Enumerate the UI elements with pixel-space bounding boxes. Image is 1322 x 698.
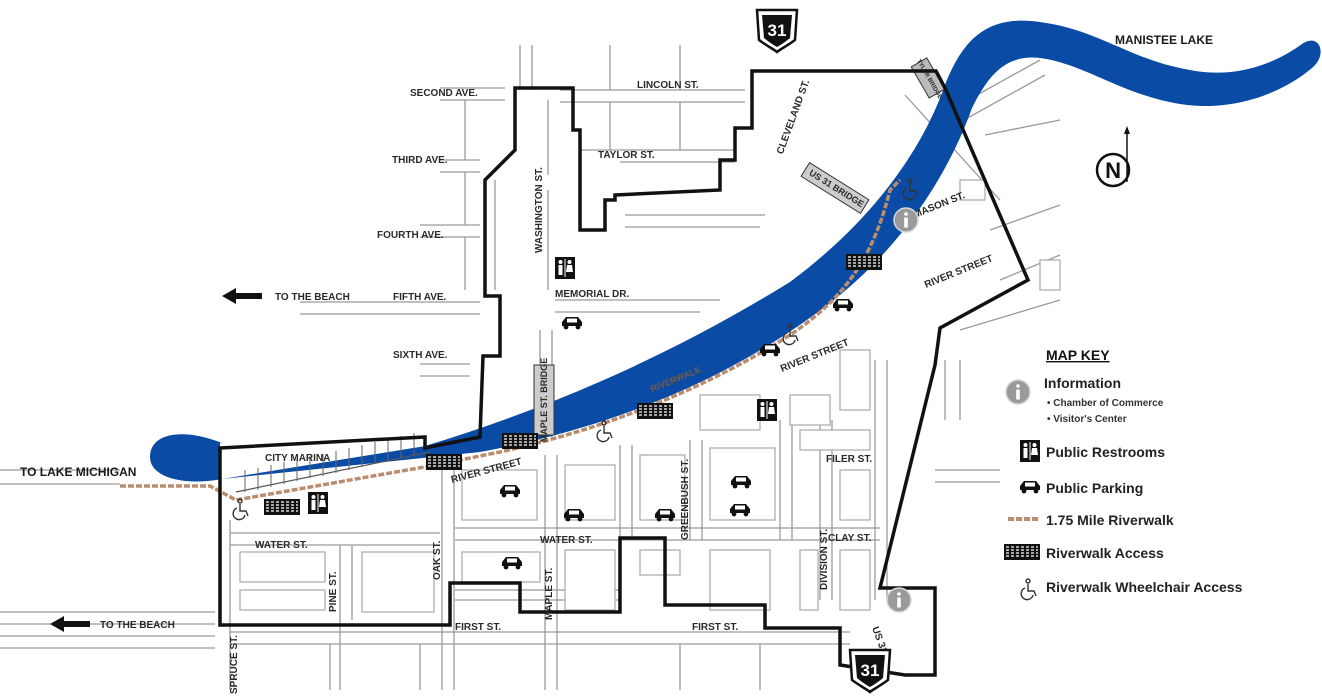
to-lake-michigan-label: TO LAKE MICHIGAN [20,465,136,479]
street-label: GREENBUSH ST. [680,459,691,540]
street-label: FOURTH AVE. [377,230,444,241]
riverwalk-access-icon [501,432,539,450]
restroom-icon [757,399,777,421]
riverwalk-access-icon [636,402,674,420]
car-icon [1020,481,1040,494]
riverwalk-access-icon [425,453,463,471]
street-label: PINE ST. [328,571,339,612]
map-key-title: MAP KEY [1046,347,1110,363]
key-wheelchair: Riverwalk Wheelchair Access [1046,579,1243,595]
map-key: MAP KEY Information • Chamber of Commerc… [1003,347,1243,601]
bridge-label-maple: MAPLE ST. BRIDGE [539,358,549,443]
street-label: WATER ST. [540,535,593,546]
riverwalk-access-icon [263,498,301,516]
street-label: THIRD AVE. [392,155,448,166]
info-icon [1005,379,1031,405]
city-marina-docks [235,433,431,493]
info-icon [886,587,912,613]
arrow-left-icon [222,288,262,304]
manistee-lake-label: MANISTEE LAKE [1115,33,1213,47]
restroom-icon [308,492,328,514]
street-label: FIRST ST. [455,622,501,633]
street-label: DIVISION ST. [819,529,830,590]
car-icon [760,344,780,357]
shield-number: 31 [861,661,880,680]
key-riverwalk: 1.75 Mile Riverwalk [1046,512,1174,528]
bridge-label-us31: US 31 BRIDGE [807,168,865,210]
downtown-route-boundary [218,69,1031,677]
key-parking: Public Parking [1046,480,1143,496]
wheelchair-icon [232,498,249,521]
car-icon [562,317,582,330]
street-label: WATER ST. [255,540,308,551]
riverwalk-access-icon [845,253,883,271]
restroom-icon [555,257,575,279]
wheelchair-icon [1020,578,1037,601]
key-info-sub-visitor: • Visitor's Center [1047,414,1127,425]
street-label: CLEVELAND ST. [775,78,812,156]
key-information: Information [1044,375,1121,391]
street-label: OAK ST. [432,540,443,580]
street-label: SPRUCE ST. [229,635,240,694]
to-lake-michigan: TO LAKE MICHIGAN [20,465,136,479]
us31-shield-icon: 31 [848,648,892,694]
riverwalk-access-icon [1003,543,1041,561]
to-the-beach-label-south: TO THE BEACH [100,620,175,631]
street-label: CLAY ST. [828,533,872,544]
street-label: FIRST ST. [692,622,738,633]
street-label: MEMORIAL DR. [555,289,629,300]
restroom-icon [1020,440,1040,462]
compass-letter: N [1105,158,1121,183]
street-label: TAYLOR ST. [598,150,655,161]
shield-number: 31 [768,21,787,40]
arrow-left-icon [50,616,90,632]
street-label: SIXTH AVE. [393,350,448,361]
car-icon [833,299,853,312]
street-grid [0,45,1061,690]
street-label: SECOND AVE. [410,88,478,99]
us31-shield-icon: 31 [755,8,799,54]
maple-st-bridge: MAPLE ST. BRIDGE [533,358,555,443]
to-the-beach-label-north: TO THE BEACH [275,292,350,303]
us31-bridge: US 31 BRIDGE [800,161,870,215]
to-the-beach-south: TO THE BEACH [50,616,175,632]
street-label: RIVER STREET [923,253,995,290]
north-arrow-icon: N [1095,126,1131,188]
to-the-beach-north: TO THE BEACH [222,288,350,304]
key-access: Riverwalk Access [1046,545,1164,561]
info-icon [893,207,919,233]
key-info-sub-chamber: • Chamber of Commerce [1047,398,1164,409]
key-restrooms: Public Restrooms [1046,444,1165,460]
street-label: WASHINGTON ST. [534,167,545,253]
street-label: LINCOLN ST. [637,80,699,91]
street-label: FIFTH AVE. [393,292,447,303]
place-label-city-marina: CITY MARINA [265,453,330,464]
street-label: MAPLE ST. [544,568,555,620]
street-label: FILER ST. [826,454,872,465]
